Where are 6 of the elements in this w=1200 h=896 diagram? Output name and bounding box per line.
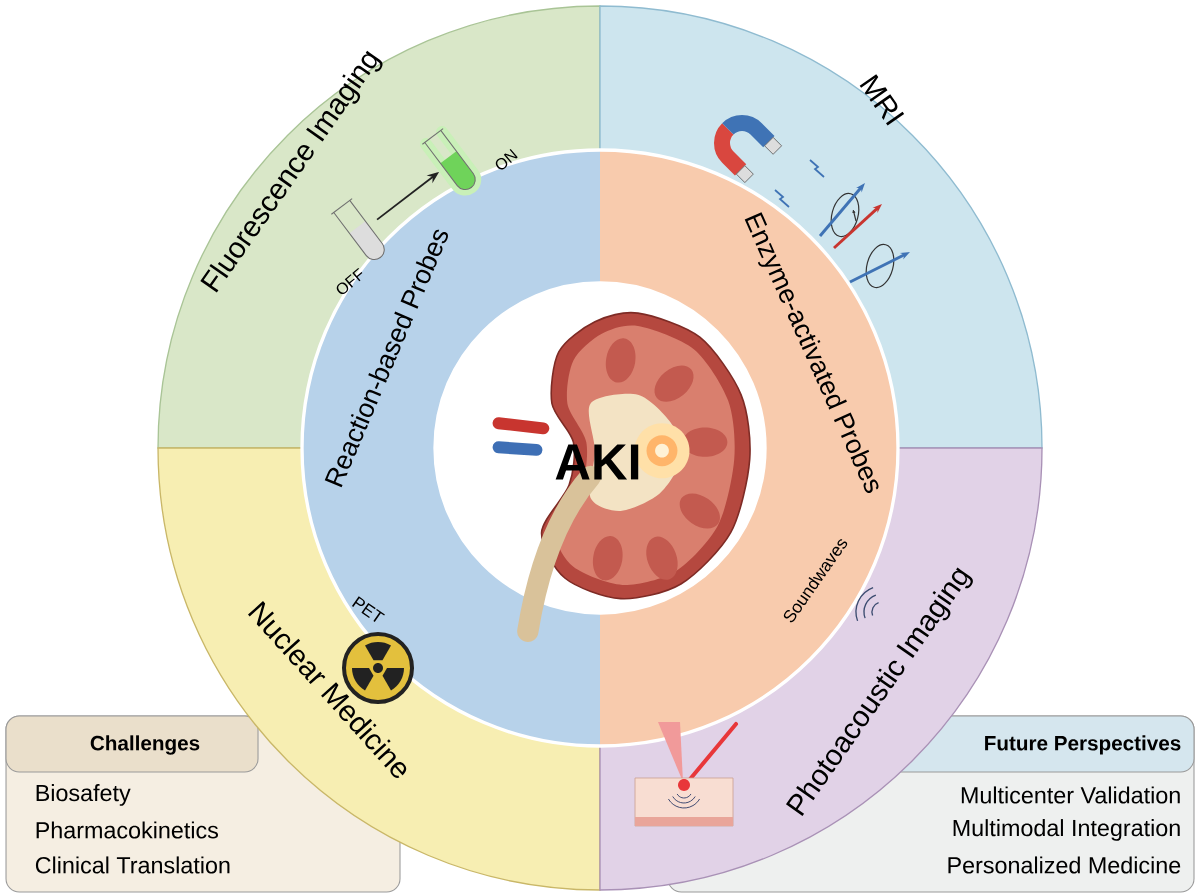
test-tube-icon xyxy=(330,198,385,261)
list-item: Biosafety xyxy=(36,784,131,806)
test-tube-icon xyxy=(419,126,482,196)
modality-label: ON xyxy=(495,148,518,170)
modality-label: OFF xyxy=(336,267,363,295)
modality-label: PET xyxy=(351,596,385,622)
